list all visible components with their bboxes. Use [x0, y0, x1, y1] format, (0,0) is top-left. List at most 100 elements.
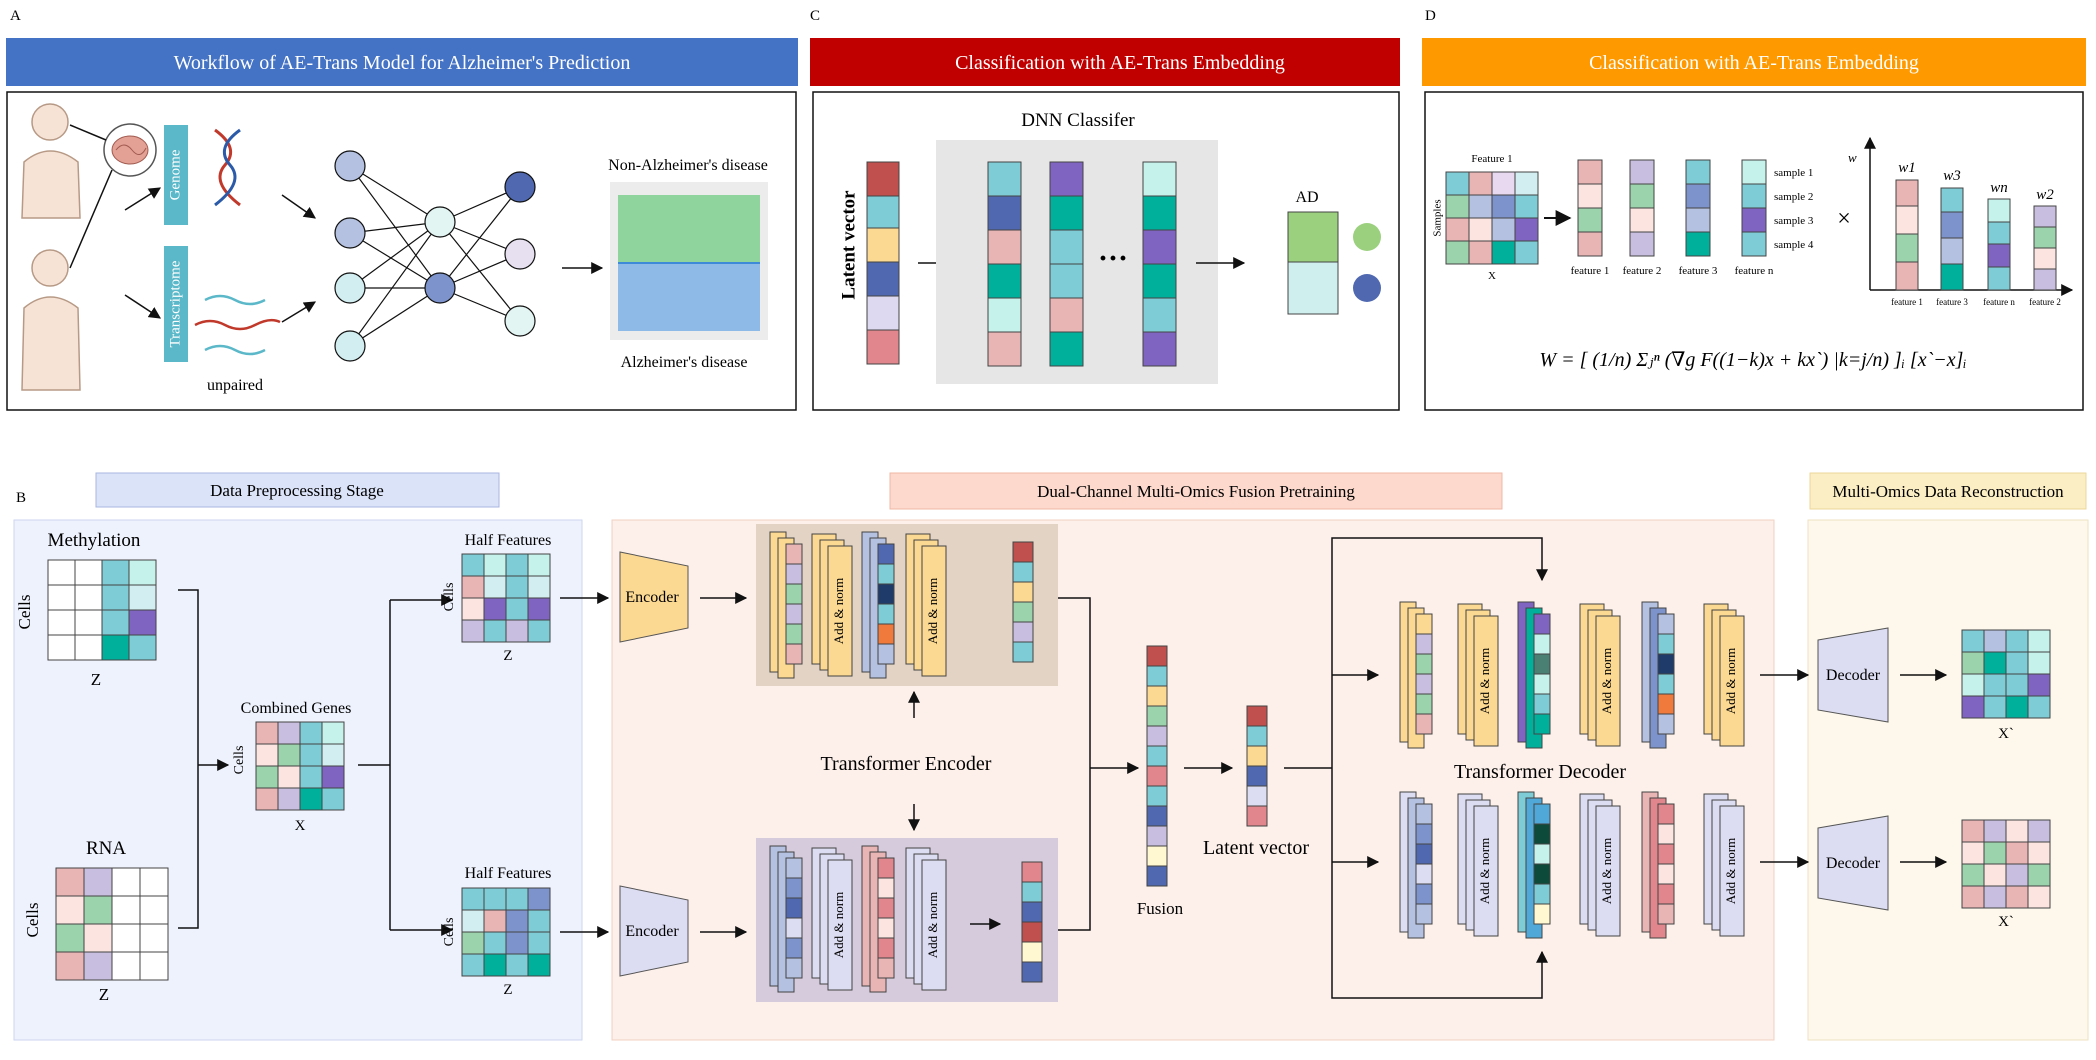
methylation-matrix [47, 559, 157, 661]
feature-label: feature n [1735, 265, 1774, 277]
rna-matrix [55, 867, 169, 981]
decoder-stack [1399, 791, 1433, 939]
cells-label: Cells [442, 918, 457, 947]
decoder-connector [1284, 537, 1548, 999]
add-norm-block [905, 533, 947, 677]
connector-line [69, 169, 113, 269]
decoder-stack [1517, 601, 1551, 749]
ad-output-label: AD [1295, 189, 1318, 206]
stage3-region [1807, 519, 2089, 1041]
arrow [281, 194, 316, 219]
cells-label: Cells [232, 746, 247, 775]
sample-label: sample 1 [1774, 167, 1813, 179]
dnn-layer [1142, 161, 1177, 367]
transcriptome-tag [164, 246, 188, 362]
latent-vector [1246, 705, 1268, 827]
add-norm-label: Add & norm [1723, 648, 1738, 714]
encoder-stack [769, 845, 803, 993]
latent-vector-label: Latent vector [838, 190, 859, 300]
dnn-title: DNN Classifer [1021, 110, 1135, 131]
panel-d-title: Classification with AE-Trans Embedding [1589, 52, 1919, 74]
decoder-label: Decoder [1826, 667, 1881, 684]
stage1-label: Data Preprocessing Stage [210, 481, 384, 500]
arrow [281, 301, 317, 323]
sample-label: sample 2 [1774, 191, 1813, 203]
add-norm-block [811, 533, 853, 677]
stage2-label: Dual-Channel Multi-Omics Fusion Pretrain… [1037, 482, 1355, 501]
panel-b: B Data Preprocessing Stage Dual-Channel … [13, 472, 2089, 1041]
panel-b-letter: B [16, 490, 26, 506]
non-ad-dot [1353, 274, 1381, 302]
weight-bar [1940, 187, 1964, 291]
latent-vector [866, 161, 900, 365]
bar-label: wn [1990, 180, 2008, 196]
bar-feature-label: feature 2 [2029, 297, 2061, 307]
bar-feature-label: feature n [1983, 297, 2015, 307]
unpaired-label: unpaired [207, 377, 263, 394]
genome-label: Genome [167, 149, 183, 200]
arrow [124, 187, 162, 211]
matrix-x-label: X [1488, 270, 1496, 282]
panel-d-letter: D [1425, 8, 1436, 24]
transcriptome-label: Transcriptome [167, 260, 183, 347]
half-features-matrix [461, 553, 551, 643]
encoder-stack [861, 531, 895, 679]
fusion-vector [1146, 645, 1168, 887]
add-norm-block [1457, 793, 1499, 937]
z-label: Z [91, 670, 101, 689]
decoder-stack [1517, 791, 1551, 939]
feature-column [1629, 159, 1655, 257]
ellipsis: ··· [1098, 242, 1128, 275]
panel-d: D Classification with AE-Trans Embedding… [1422, 8, 2086, 411]
add-norm-label: Add & norm [1477, 838, 1492, 904]
add-norm-block [1703, 793, 1745, 937]
panel-c-letter: C [810, 8, 820, 24]
weight-bar [2033, 205, 2057, 291]
cells-label: Cells [23, 903, 42, 938]
sample-labels: sample 1 sample 2 sample 3 sample 4 [1774, 167, 1814, 251]
combined-genes-label: Combined Genes [241, 700, 352, 717]
human-figure-icon [21, 103, 81, 219]
times-sign: × [1837, 206, 1851, 232]
xprime-label: X` [1998, 726, 2014, 742]
feature-column [1741, 159, 1767, 257]
bar-label: w2 [2036, 187, 2054, 203]
rna-label: RNA [86, 838, 126, 859]
genome-tag [164, 125, 188, 225]
add-norm-block [1579, 603, 1621, 747]
add-norm-label: Add & norm [1599, 648, 1614, 714]
add-norm-label: Add & norm [925, 578, 940, 644]
feature-label: feature 3 [1679, 265, 1718, 277]
brain-icon [103, 123, 157, 177]
fusion-connector [1058, 597, 1140, 931]
z-label: Z [503, 982, 512, 998]
add-norm-block [1457, 603, 1499, 747]
panel-a-frame [6, 91, 797, 411]
output-cell-ad [1287, 211, 1339, 263]
z-label: Z [503, 648, 512, 664]
panel-a-title: Workflow of AE-Trans Model for Alzheimer… [174, 52, 631, 74]
panel-a-letter: A [10, 8, 21, 24]
feature-column [1685, 159, 1711, 257]
split-connector [358, 594, 454, 936]
xprime-label: X` [1998, 914, 2014, 930]
ad-dot [1353, 223, 1381, 251]
feature-labels: feature 1 feature 2 feature 3 feature n [1571, 265, 1774, 277]
stage1-banner [95, 472, 500, 508]
bar-label: w3 [1943, 168, 1961, 184]
weight-bar [1987, 198, 2011, 291]
sample-label: sample 3 [1774, 215, 1814, 227]
bar-labels: w1 w3 wn w2 [1898, 160, 2054, 203]
connector-line [69, 124, 107, 141]
dnn-layer [987, 161, 1022, 367]
rna-icon [194, 294, 281, 356]
dnn-layer [1049, 161, 1084, 367]
encoder-output-vector [1012, 541, 1034, 663]
decoder-stack [1641, 601, 1675, 749]
neural-network-icon [334, 150, 536, 362]
feature-label: feature 1 [1571, 265, 1610, 277]
encoder-stack [861, 845, 895, 993]
transformer-encoder-label: Transformer Encoder [821, 753, 992, 775]
stage2-banner [889, 472, 1503, 510]
stage3-label: Multi-Omics Data Reconstruction [1832, 482, 2064, 501]
